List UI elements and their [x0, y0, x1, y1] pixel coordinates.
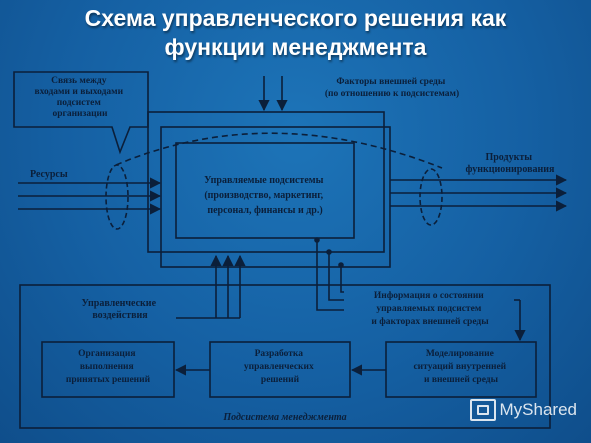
managed-line-3: персонал, финансы и др.) — [207, 205, 322, 216]
info-dot-3 — [338, 262, 344, 268]
box-modeling-line-3: и внешней среды — [424, 374, 499, 385]
impacts-line-2: воздействия — [92, 310, 148, 321]
managed-line-2: (производство, маркетинг, — [204, 190, 323, 201]
watermark: MyShared — [469, 399, 577, 421]
box-modeling-text: Моделирование ситуаций внутренней и внеш… — [413, 349, 508, 385]
env-factors-text: Факторы внешней среды (по отношению к по… — [325, 76, 459, 99]
box-organization — [41, 341, 175, 398]
impacts-text: Управленческие воздействия — [81, 298, 158, 321]
presentation-icon — [469, 399, 496, 421]
box-organization-text: Организация выполнения принятых решений — [66, 349, 151, 385]
box-development-text: Разработка управленческих решений — [244, 348, 316, 385]
impacts-line-1: Управленческие — [81, 298, 156, 309]
callout-line-4: организации — [52, 109, 108, 119]
info-line-1 — [316, 240, 344, 311]
box-organization-line-3: принятых решений — [66, 374, 151, 385]
info-line-text-2: управляемых подсистем — [376, 304, 482, 314]
callout-line-2: входами и выходами — [34, 87, 123, 97]
slide-title-line-2: функции менеджмента — [164, 34, 427, 60]
info-line-3 — [340, 265, 344, 293]
info-line-text-3: и факторах внешней среды — [371, 316, 489, 327]
managed-outer-box-1 — [147, 111, 385, 253]
management-subsystem-box — [19, 284, 551, 429]
slide-title: Схема управленческого решения как функци… — [0, 4, 591, 62]
dashed-dome — [115, 132, 443, 169]
box-development-line-1: Разработка — [255, 348, 304, 359]
managed-line-1: Управляемые подсистемы — [204, 175, 323, 186]
callout-bubble — [13, 71, 149, 155]
env-factors-line-1: Факторы внешней среды — [336, 76, 446, 87]
box-modeling-line-2: ситуаций внутренней — [413, 361, 506, 372]
watermark-text: MyShared — [499, 400, 577, 419]
products-text: Продукты функционирования — [466, 152, 555, 175]
callout-line-1: Связь между — [51, 76, 107, 86]
info-text: Информация о состоянии управляемых подси… — [371, 290, 489, 327]
slide-title-line-1: Схема управленческого решения как — [84, 5, 507, 31]
resources-label: Ресурсы — [30, 169, 68, 180]
input-oval — [105, 164, 129, 230]
products-line-2: функционирования — [466, 164, 555, 175]
managed-inner-box — [175, 142, 355, 239]
box-organization-line-1: Организация — [78, 349, 135, 359]
info-dot-2 — [326, 249, 332, 255]
info-line-2 — [328, 252, 344, 301]
info-line-text-1: Информация о состоянии — [374, 290, 484, 301]
managed-text: Управляемые подсистемы (производство, ма… — [204, 175, 326, 216]
env-factors-line-2: (по отношению к подсистемам) — [325, 88, 459, 99]
products-line-1: Продукты — [485, 152, 532, 163]
subsystem-label: Подсистема менеджмента — [222, 412, 346, 423]
box-modeling-line-1: Моделирование — [426, 349, 494, 359]
box-development-line-2: управленческих — [244, 362, 314, 372]
box-organization-line-2: выполнения — [80, 362, 134, 372]
box-development-line-3: решений — [261, 374, 300, 385]
callout-text: Связь между входами и выходами подсистем… — [34, 76, 125, 119]
output-oval — [419, 168, 443, 226]
callout-line-3: подсистем — [57, 98, 102, 108]
info-dot-1 — [314, 237, 320, 243]
